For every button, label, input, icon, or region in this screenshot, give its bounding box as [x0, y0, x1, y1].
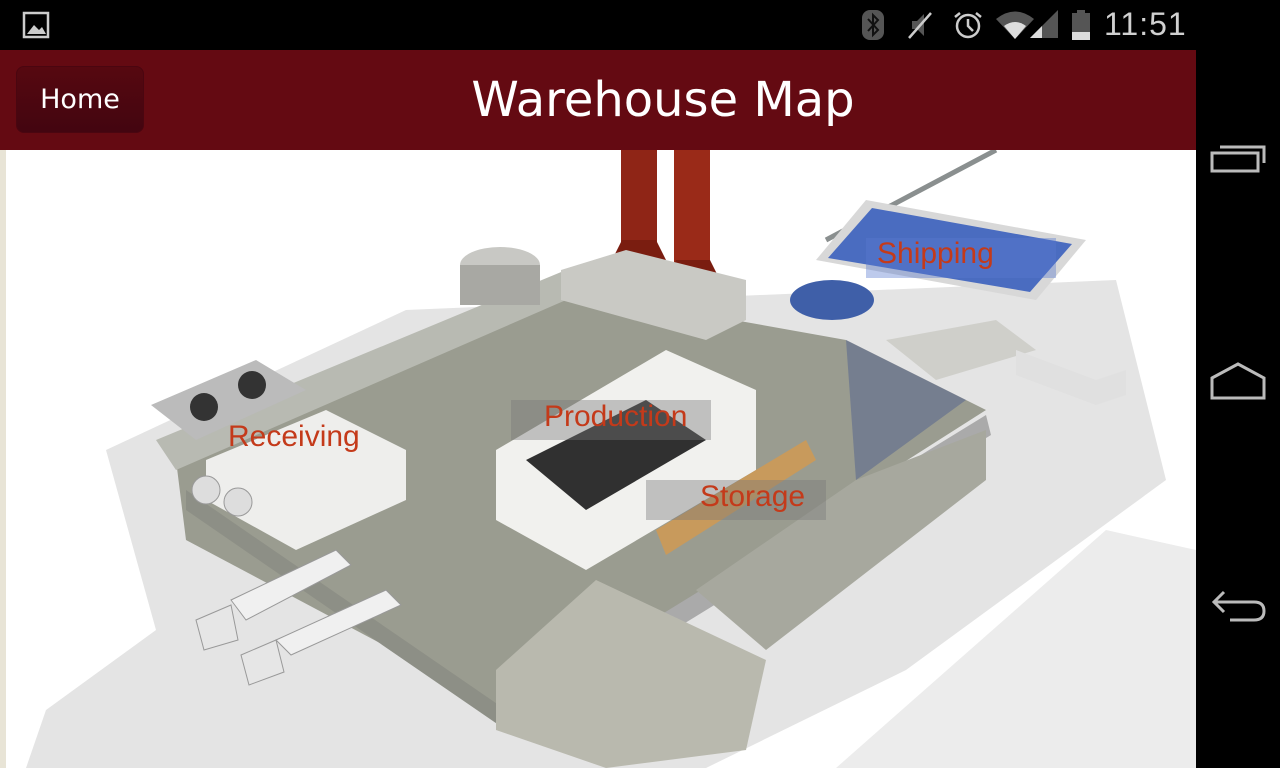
- wifi-icon: [996, 10, 1058, 39]
- left-edge: [0, 150, 6, 768]
- zone-storage[interactable]: Storage: [700, 480, 806, 513]
- app-window: Receiving Production Storage Shipping Wa…: [0, 50, 1196, 768]
- back-icon[interactable]: [1208, 580, 1268, 630]
- zone-receiving[interactable]: Receiving: [228, 420, 360, 453]
- warehouse-map-image: [26, 147, 1196, 768]
- alarm-icon: [954, 12, 982, 39]
- status-bar: 11:51: [0, 0, 1280, 50]
- action-bar: Warehouse Map Home: [0, 50, 1196, 150]
- clock: 11:51: [1104, 6, 1187, 42]
- page-title: Warehouse Map: [471, 72, 855, 128]
- navigation-bar: [1196, 50, 1280, 768]
- image-notification-icon: [22, 11, 50, 39]
- bluetooth-icon: [862, 10, 884, 40]
- home-button[interactable]: Home: [16, 66, 144, 133]
- battery-icon: [1072, 10, 1090, 40]
- home-nav-icon[interactable]: [1208, 358, 1268, 408]
- zone-production[interactable]: Production: [544, 400, 688, 433]
- muted-icon: [908, 12, 932, 39]
- zone-shipping[interactable]: Shipping: [877, 237, 994, 270]
- warehouse-map[interactable]: Receiving Production Storage Shipping: [6, 147, 1196, 768]
- recent-apps-icon[interactable]: [1208, 135, 1268, 185]
